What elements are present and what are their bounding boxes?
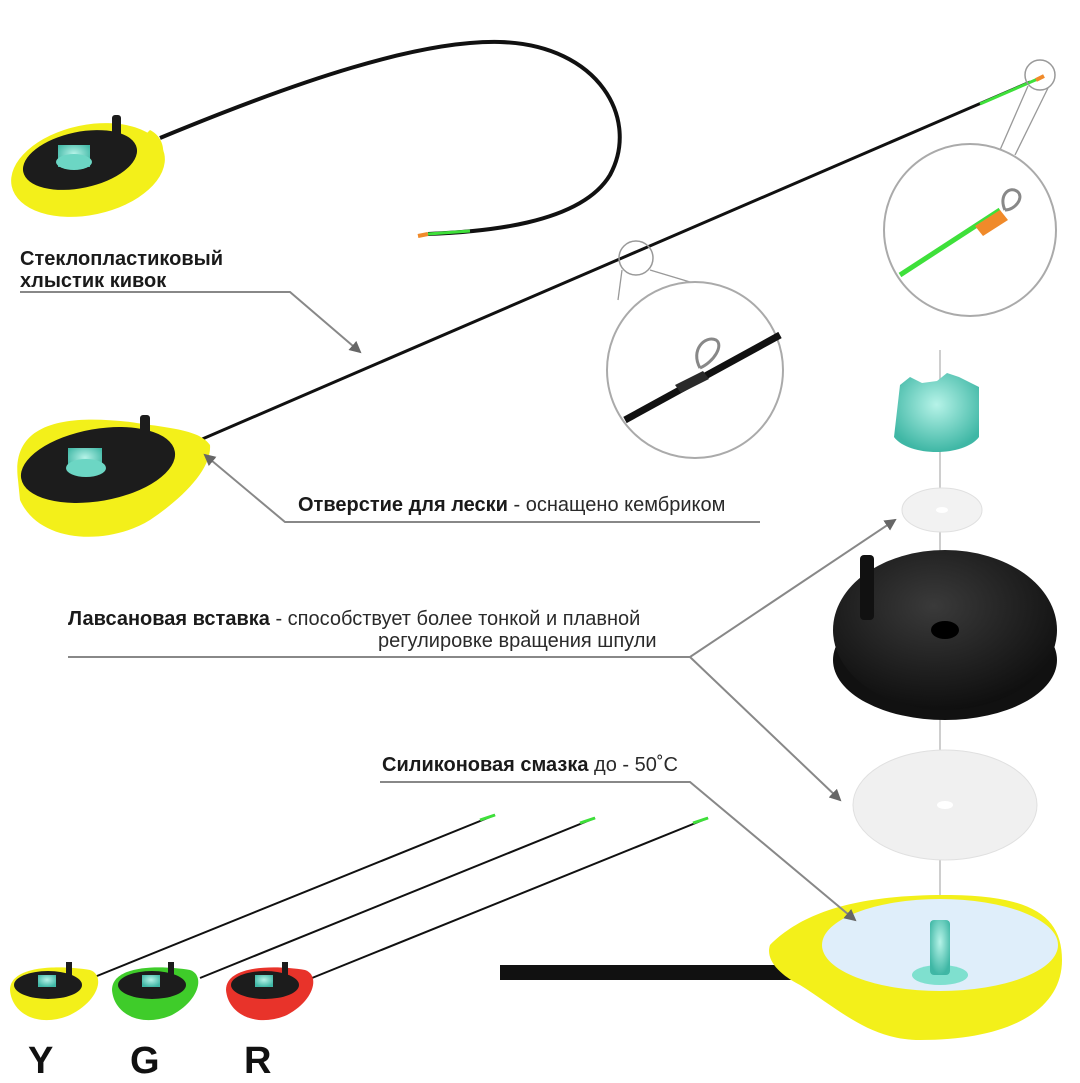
callouts xyxy=(20,291,897,922)
label-line-hole-rest: - оснащено кембриком xyxy=(507,494,726,516)
variant-label-r: R xyxy=(244,1040,272,1082)
rod-top xyxy=(11,39,622,238)
label-fiberglass-tip-line2: хлыстик кивок xyxy=(20,270,167,292)
handle-rod xyxy=(500,960,800,980)
variant-yellow xyxy=(10,813,496,1021)
variant-red xyxy=(226,816,709,1021)
variant-green xyxy=(112,816,596,1021)
label-fiberglass-tip: Стеклопластиковый хлыстик кивок xyxy=(20,248,223,292)
label-lavsan-insert-line2: регулировке вращения шпули xyxy=(378,630,657,652)
label-silicone-grease-bold: Силиконовая смазка xyxy=(382,754,589,776)
spool-handle xyxy=(860,555,874,620)
label-lavsan-insert: Лавсановая вставка - способствует более … xyxy=(68,608,640,630)
label-fiberglass-tip-line1: Стеклопластиковый xyxy=(20,248,224,270)
variant-label-y: Y xyxy=(28,1040,54,1082)
label-line-hole-bold: Отверстие для лески xyxy=(298,494,508,516)
label-lavsan-insert-rest: - способствует более тонкой и плавной xyxy=(269,608,641,630)
variant-label-g: G xyxy=(130,1040,160,1082)
label-silicone-grease-rest: до - 50˚С xyxy=(588,754,678,776)
teal-nut xyxy=(894,373,979,452)
label-silicone-grease: Силиконовая смазка до - 50˚С xyxy=(382,754,678,776)
label-lavsan-insert-bold: Лавсановая вставка xyxy=(68,608,270,630)
zoom-line-ring xyxy=(606,240,784,459)
exploded-reel xyxy=(500,350,1062,1040)
zoom-tip-ring xyxy=(883,59,1057,317)
rod-main xyxy=(17,74,1045,537)
label-line-hole: Отверстие для лески - оснащено кембриком xyxy=(298,494,725,516)
label-lavsan-insert-line2-text: регулировке вращения шпули xyxy=(378,630,657,652)
